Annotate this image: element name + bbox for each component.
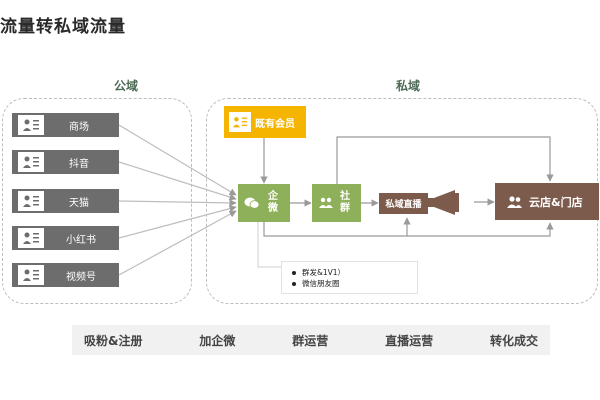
- wechat-icon: [244, 196, 260, 210]
- connector-mall-wecom: [118, 124, 237, 196]
- stage-label: 直播运营: [385, 333, 434, 348]
- megaphone-icon: [427, 190, 459, 215]
- note-text: 群发&1V1）: [302, 268, 346, 277]
- stage-label: 群运营: [292, 333, 329, 348]
- stage-label: 吸粉&注册: [84, 333, 143, 348]
- stages-bar: 吸粉&注册 加企微 群运营 直播运营 转化成交: [72, 325, 550, 355]
- channel-label: 商场: [69, 121, 89, 133]
- users-icon: [507, 195, 523, 209]
- community-label-char: 群: [340, 203, 350, 214]
- wecom-label-char: 企: [268, 191, 278, 202]
- channel-label: 小红书: [66, 234, 96, 246]
- connector-tmall-wecom: [118, 199, 237, 207]
- channel-tmall[interactable]: 天猫: [12, 189, 119, 213]
- user-list-icon: [18, 115, 44, 135]
- community-node[interactable]: 社 群: [312, 184, 361, 222]
- user-list-icon: [229, 112, 251, 132]
- bullet-icon: [292, 281, 296, 286]
- note-text: 微信朋友圈: [302, 279, 340, 288]
- stage-label: 转化成交: [489, 333, 538, 348]
- public-domain-label: 公域: [114, 79, 139, 93]
- group-icon: [319, 196, 333, 210]
- channel-label: 抖音: [69, 158, 89, 170]
- note-connector: [257, 222, 281, 268]
- user-list-icon: [18, 228, 44, 248]
- connector-xhs-wecom: [118, 205, 237, 239]
- wecom-node[interactable]: 企 微: [238, 184, 290, 222]
- wecom-label-char: 微: [268, 203, 278, 214]
- bullet-icon: [292, 270, 296, 275]
- private-domain-label: 私域: [396, 79, 421, 93]
- wecom-operations-note: 群发&1V1） 微信朋友圈: [281, 261, 418, 294]
- diagram-title: 流量转私域流量: [0, 17, 126, 37]
- channel-label: 天猫: [69, 197, 89, 209]
- channel-label: 视频号: [66, 271, 96, 283]
- user-list-icon: [18, 265, 44, 285]
- store-node[interactable]: 云店&门店: [495, 183, 599, 220]
- note-item: 群发&1V1）: [292, 267, 417, 278]
- user-list-icon: [18, 191, 44, 211]
- connector-community-store: [336, 136, 554, 184]
- community-label-char: 社: [340, 191, 350, 202]
- user-list-icon: [18, 152, 44, 172]
- channel-mall[interactable]: 商场: [12, 113, 119, 137]
- private-live-node[interactable]: 私域直播: [379, 193, 428, 214]
- wecom-label: 企 微: [268, 191, 278, 215]
- channel-douyin[interactable]: 抖音: [12, 150, 119, 174]
- existing-members-node[interactable]: 既有会员: [224, 106, 306, 138]
- connector-douyin-wecom: [118, 161, 237, 201]
- public-domain-region: [2, 98, 192, 304]
- members-label: 既有会员: [255, 118, 295, 130]
- channel-video-account[interactable]: 视频号: [12, 263, 119, 287]
- store-label: 云店&门店: [529, 195, 583, 209]
- connector-video-wecom: [118, 210, 237, 276]
- channel-xiaohongshu[interactable]: 小红书: [12, 226, 119, 250]
- stage-label: 加企微: [199, 333, 236, 348]
- community-label: 社 群: [340, 191, 350, 215]
- note-item: 微信朋友圈: [292, 278, 417, 289]
- live-label: 私域直播: [385, 200, 422, 210]
